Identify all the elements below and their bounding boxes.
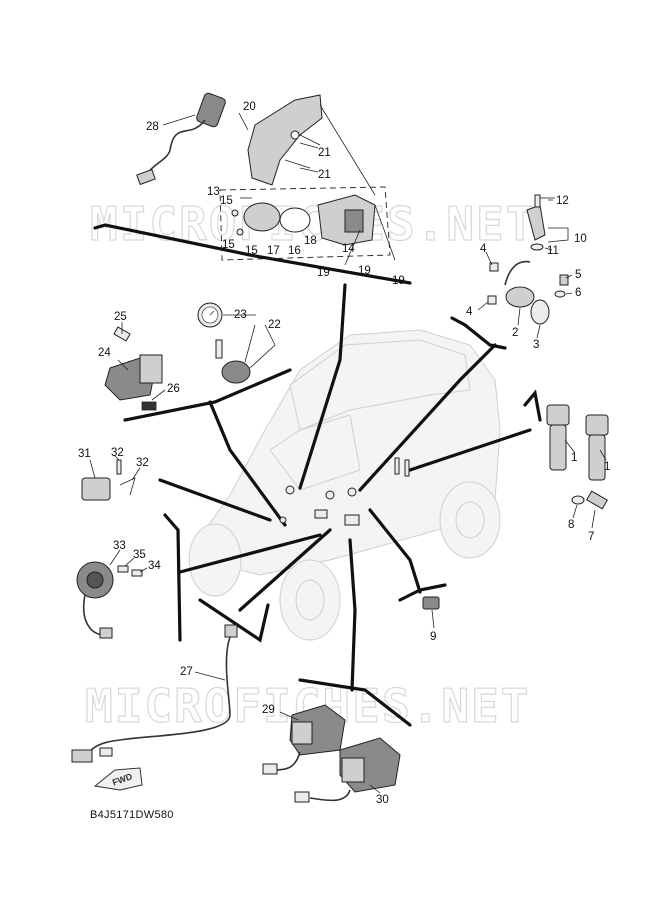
callout-29: 29: [262, 704, 275, 716]
handle-switch-icon: [104, 326, 163, 411]
callout-19a: 19: [317, 267, 330, 279]
ignition-coil-icon: [546, 404, 609, 510]
callout-10: 10: [574, 233, 587, 245]
callout-27: 27: [180, 666, 193, 678]
callout-12: 12: [556, 195, 569, 207]
assembly-box: [219, 186, 396, 266]
callout-11: 11: [547, 245, 559, 257]
harness-switch-icon: [136, 92, 226, 186]
callout-8: 8: [568, 519, 574, 531]
callout-15a: 15: [220, 195, 233, 207]
callout-14: 14: [342, 243, 355, 255]
callout-28: 28: [146, 121, 159, 133]
callout-4b: 4: [466, 306, 473, 318]
vehicle-hardware: [279, 457, 410, 526]
callout-labels: 1 1 2 3 4 4 5 6 7 8 9 10 11 12 13 14 15 …: [78, 101, 610, 806]
callout-25: 25: [114, 311, 127, 323]
callout-34: 34: [148, 560, 161, 572]
fwd-arrow-icon: FWD: [93, 767, 143, 791]
callout-32b: 32: [136, 457, 149, 469]
group-brackets: [93, 223, 542, 727]
callout-33: 33: [113, 540, 126, 552]
callout-1a: 1: [571, 452, 577, 464]
callout-7: 7: [588, 531, 594, 543]
callout-18: 18: [304, 235, 317, 247]
callout-15c: 15: [245, 245, 258, 257]
callout-17: 17: [267, 245, 280, 257]
pressure-sensor-icon: [422, 596, 440, 610]
callout-22: 22: [268, 319, 281, 331]
callout-24: 24: [98, 347, 111, 359]
callout-31: 31: [78, 448, 91, 460]
cam-sensor-icon: [526, 194, 555, 251]
callout-19b: 19: [358, 265, 371, 277]
callout-23: 23: [234, 309, 247, 321]
relay-icon: [81, 459, 136, 501]
callout-26: 26: [167, 383, 180, 395]
leader-lines: [89, 112, 607, 794]
diagram-code: B4J5171DW580: [90, 809, 174, 821]
callout-2: 2: [512, 327, 518, 339]
callout-13: 13: [207, 186, 220, 198]
callout-6: 6: [575, 287, 581, 299]
gauge-icon: [197, 302, 256, 384]
callout-16: 16: [288, 245, 301, 257]
callout-30: 30: [376, 794, 389, 806]
vehicle-silhouette-icon: [188, 329, 501, 641]
callout-3: 3: [533, 339, 539, 351]
callout-35: 35: [133, 549, 146, 561]
callout-5: 5: [575, 269, 581, 281]
callout-9: 9: [430, 631, 436, 643]
callout-19c: 19: [392, 275, 405, 287]
wire-harness-icon: [71, 624, 238, 763]
callout-1b: 1: [604, 461, 610, 473]
callout-4a: 4: [480, 243, 487, 255]
callout-32a: 32: [111, 447, 124, 459]
callout-20: 20: [243, 101, 256, 113]
starter-relay-icon: [262, 704, 401, 803]
horn-icon: [76, 561, 143, 639]
watermark-top: MICROFICHES.NET: [90, 197, 535, 251]
callout-21b: 21: [318, 169, 331, 181]
callout-21a: 21: [318, 147, 331, 159]
callout-15b: 15: [222, 239, 235, 251]
bracket-icon: [247, 94, 376, 196]
crank-sensor-icon: [487, 260, 569, 325]
